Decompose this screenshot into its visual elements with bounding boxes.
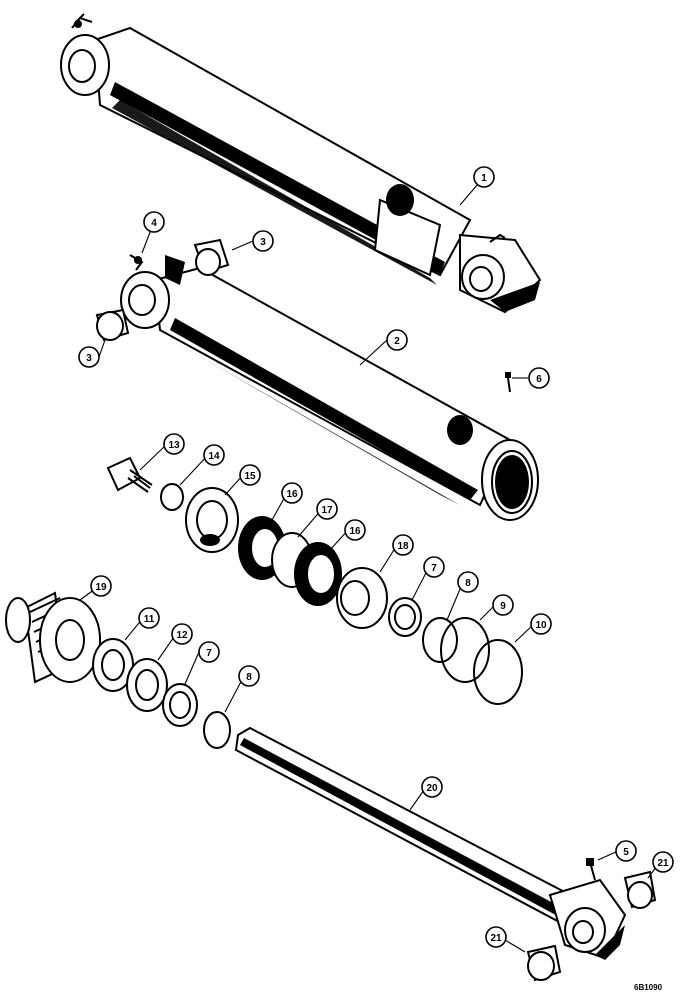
grease-fitting-drawing xyxy=(129,254,144,271)
callout-9: 9 xyxy=(492,594,514,616)
callout-6: 6 xyxy=(528,367,550,389)
callout-label: 19 xyxy=(95,582,107,593)
callout-label: 5 xyxy=(623,847,629,858)
seal-ring-drawing xyxy=(440,617,490,683)
callout-4: 4 xyxy=(143,211,165,233)
cylinder-assembly-drawing xyxy=(60,13,542,314)
callout-label: 16 xyxy=(349,526,361,537)
callout-label: 21 xyxy=(657,858,669,869)
callout-17: 17 xyxy=(316,498,338,520)
piston-ring-drawing xyxy=(336,567,388,629)
callout-14: 14 xyxy=(203,444,225,466)
callout-12: 12 xyxy=(171,623,193,645)
callout-label: 20 xyxy=(426,783,438,794)
rod-bushing-drawing xyxy=(526,870,657,982)
callout-19: 19 xyxy=(90,575,112,597)
callout-label: 8 xyxy=(246,672,252,683)
callout-label: 1 xyxy=(481,173,487,184)
callout-label: 9 xyxy=(500,601,506,612)
callout-label: 11 xyxy=(144,614,155,625)
callout-label: 6 xyxy=(536,374,542,385)
o-ring-drawing xyxy=(422,617,458,663)
cylinder-barrel-drawing xyxy=(120,255,539,521)
callout-label: 12 xyxy=(176,630,188,641)
callout-13: 13 xyxy=(163,433,185,455)
callout-label: 7 xyxy=(206,648,212,659)
callout-16a: 16 xyxy=(281,482,303,504)
callout-label: 15 xyxy=(244,471,256,482)
bushing-drawing xyxy=(95,238,230,342)
piston-drawing xyxy=(185,487,239,553)
fitting-drawing xyxy=(505,372,511,393)
callout-label: 13 xyxy=(168,440,180,451)
gland-drawing xyxy=(5,591,101,684)
backup-ring-drawing xyxy=(388,597,422,637)
bolt-drawing xyxy=(106,456,153,493)
callout-label: 3 xyxy=(260,237,266,248)
callout-10: 10 xyxy=(530,613,552,635)
piston-rod-drawing xyxy=(234,726,627,960)
callout-20: 20 xyxy=(421,776,443,798)
callout-5: 5 xyxy=(615,840,637,862)
backup-ring-lower-drawing xyxy=(162,683,198,727)
callout-18: 18 xyxy=(392,534,414,556)
callout-label: 3 xyxy=(86,353,92,364)
gland-ring-drawing xyxy=(126,658,168,712)
callout-11: 11 xyxy=(138,607,160,629)
o-ring-lower-drawing xyxy=(203,711,231,749)
callout-1: 1 xyxy=(473,166,495,188)
callout-label: 7 xyxy=(431,563,437,574)
callout-21a: 21 xyxy=(652,851,674,873)
callout-15: 15 xyxy=(239,464,261,486)
callout-16b: 16 xyxy=(344,519,366,541)
callout-3b: 3 xyxy=(78,346,100,368)
callout-label: 16 xyxy=(286,489,298,500)
callout-7a: 7 xyxy=(423,556,445,578)
figure-code: 6B1090 xyxy=(634,983,663,992)
callout-label: 4 xyxy=(151,218,157,229)
callout-3a: 3 xyxy=(252,230,274,252)
callout-2: 2 xyxy=(386,329,408,351)
callout-label: 14 xyxy=(208,451,220,462)
callout-8a: 8 xyxy=(457,571,479,593)
callout-7b: 7 xyxy=(198,641,220,663)
piston-seal-drawing xyxy=(238,516,342,606)
callout-label: 18 xyxy=(397,541,409,552)
callout-label: 10 xyxy=(535,620,547,631)
callout-label: 8 xyxy=(465,578,471,589)
washer-drawing xyxy=(160,483,184,511)
callout-21b: 21 xyxy=(485,926,507,948)
callout-label: 21 xyxy=(490,933,502,944)
rod-grease-fitting-drawing xyxy=(586,858,596,881)
callout-label: 17 xyxy=(321,505,333,516)
callout-label: 2 xyxy=(394,336,400,347)
wiper-ring-drawing xyxy=(473,639,523,705)
callout-8b: 8 xyxy=(238,665,260,687)
